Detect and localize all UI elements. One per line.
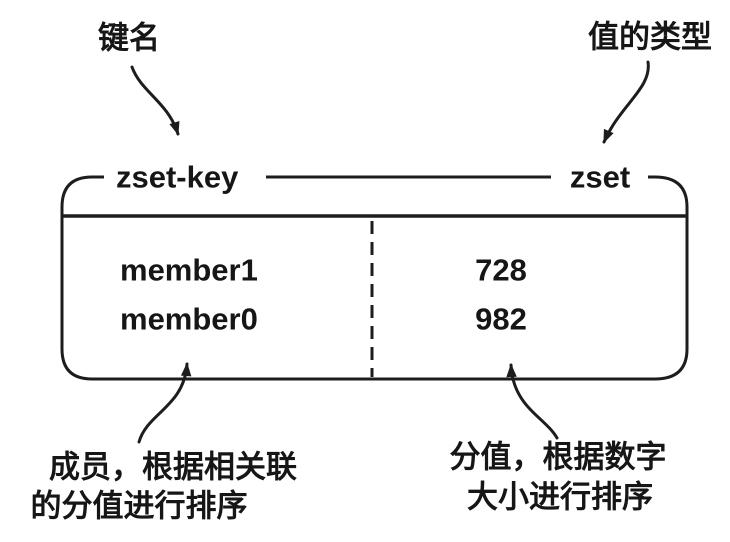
value-type-arrow-icon bbox=[602, 60, 650, 144]
score-note-line1: 分值，根据数字 bbox=[450, 440, 667, 475]
score-note-line2: 大小进行排序 bbox=[467, 480, 653, 515]
member-note: 成员，根据相关联 的分值进行排序 bbox=[31, 450, 298, 524]
member-note-arrow-icon bbox=[137, 362, 192, 444]
key-name-arrow-icon bbox=[130, 65, 180, 136]
entry-row: member1 728 bbox=[120, 253, 527, 288]
member-note-line1: 成员，根据相关联 bbox=[49, 450, 297, 485]
score-cell: 982 bbox=[475, 302, 527, 337]
value-type-label: 值的类型 bbox=[588, 20, 712, 55]
score-note-arrow-icon bbox=[506, 363, 559, 440]
box-key-label: zset-key bbox=[116, 160, 239, 195]
member-cell: member0 bbox=[120, 302, 258, 337]
box-outline bbox=[60, 175, 689, 381]
entry-row: member0 982 bbox=[120, 302, 527, 337]
key-name-label: 键名 bbox=[98, 21, 160, 56]
member-cell: member1 bbox=[120, 253, 258, 288]
member-note-line2: 的分值进行排序 bbox=[31, 489, 248, 524]
zset-box: zset-key zset member1 728 member0 982 bbox=[60, 160, 689, 381]
score-note: 分值，根据数字 大小进行排序 bbox=[450, 440, 667, 515]
box-type-label: zset bbox=[570, 160, 630, 195]
score-cell: 728 bbox=[475, 253, 527, 288]
